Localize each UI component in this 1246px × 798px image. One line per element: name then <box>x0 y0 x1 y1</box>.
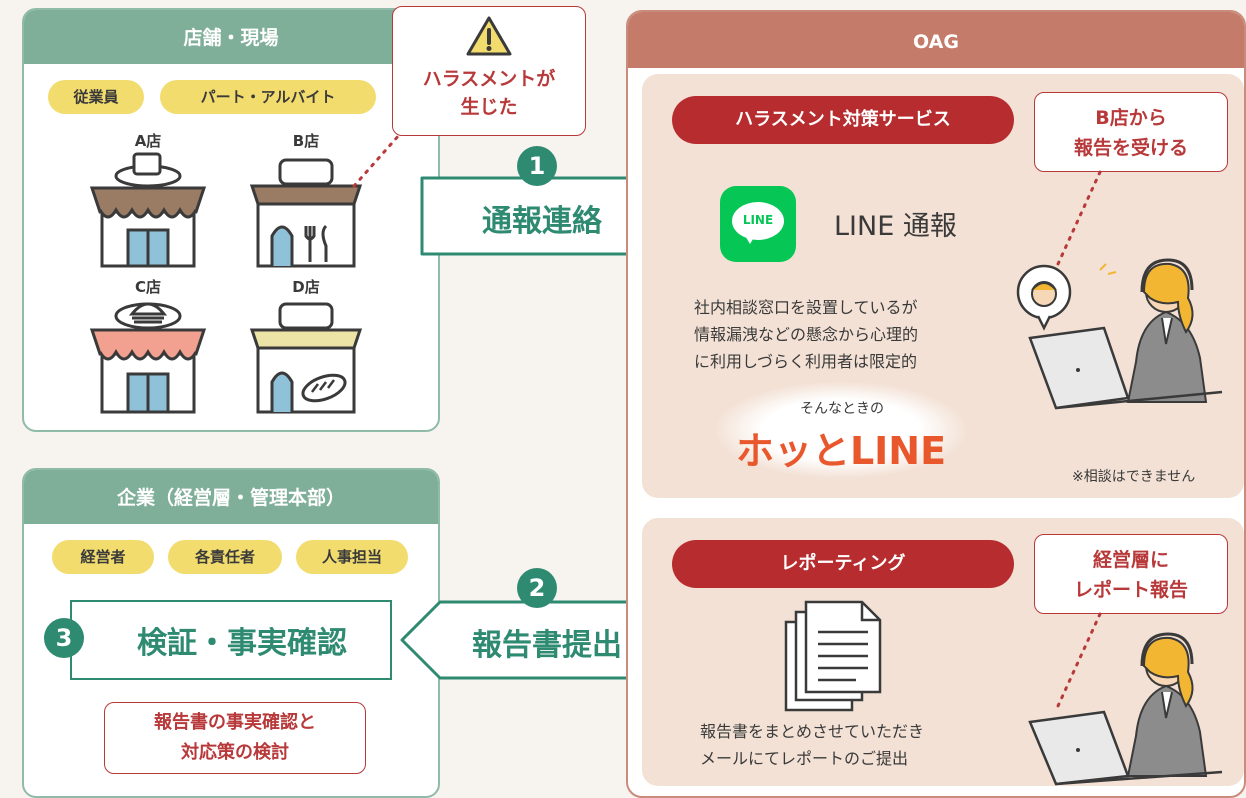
reporting-connector <box>1056 612 1102 708</box>
operator-with-laptop-icon <box>1016 258 1223 410</box>
line-badge-text: LINE <box>742 213 774 227</box>
b-store-connector <box>352 132 402 188</box>
cafe-store-icon <box>89 152 207 268</box>
documents-icon <box>784 600 882 712</box>
store-label-c: C店 <box>134 278 161 296</box>
step1-label: 通報連絡 <box>482 204 602 239</box>
role-pill-part-time: パート・アルバイト <box>160 80 376 114</box>
service-callout: B店から 報告を受ける <box>1034 92 1228 172</box>
company-panel-title: 企業（経営層・管理本部） <box>24 470 438 524</box>
service-desc-line2: 情報漏洩などの懸念から心理的 <box>694 325 919 344</box>
warning-icon <box>466 16 512 56</box>
reporting-desc-line2: メールにてレポートのご提出 <box>700 749 909 768</box>
reporting-description: 報告書をまとめさせていただき メールにてレポートのご提出 <box>700 718 924 772</box>
step1-number: 1 <box>517 146 557 186</box>
harassment-callout-line1: ハラスメントが <box>422 68 556 90</box>
step3-label: 検証・事実確認 <box>137 626 347 661</box>
step3-box <box>70 600 392 680</box>
reporting-desc-line1: 報告書をまとめさせていただき <box>700 722 925 741</box>
service-description: 社内相談窓口を設置しているが 情報漏洩などの懸念から心理的 に利用しづらく利用者… <box>694 294 918 375</box>
harassment-callout: ハラスメントが 生じた <box>392 6 586 136</box>
brand-name: ホッとLINE <box>735 429 947 473</box>
service-desc-line3: に利用しづらく利用者は限定的 <box>694 352 918 371</box>
line-report-label: LINE 通報 <box>834 211 957 242</box>
service-connector <box>1056 170 1102 266</box>
stores-panel: 店舗・現場 <box>22 8 440 432</box>
role-pill-executive: 経営者 <box>52 540 154 574</box>
role-pill-managers: 各責任者 <box>168 540 282 574</box>
store-label-b: B店 <box>292 132 320 150</box>
service-footnote: ※相談はできません <box>1072 469 1196 485</box>
company-note-line1: 報告書の事実確認と <box>154 712 316 733</box>
line-app-icon: LINE <box>720 186 796 262</box>
oag-panel-title: OAG <box>628 12 1244 68</box>
reporting-callout-line2: レポート報告 <box>1073 579 1188 601</box>
company-note-line2: 対応策の検討 <box>181 742 289 763</box>
reporting-title: レポーティング <box>672 540 1014 588</box>
step2-label: 報告書提出 <box>472 628 622 663</box>
burger-store-icon <box>89 302 207 414</box>
company-note: 報告書の事実確認と 対応策の検討 <box>104 702 366 774</box>
bakery-store-icon <box>249 302 363 414</box>
service-callout-line1: B店から <box>1095 107 1167 129</box>
service-title: ハラスメント対策サービス <box>672 96 1014 144</box>
service-callout-line2: 報告を受ける <box>1073 137 1188 159</box>
harassment-callout-line2: 生じた <box>460 96 518 118</box>
operator-reporting-icon <box>1028 632 1223 786</box>
brand-glow <box>716 382 966 478</box>
store-label-d: D店 <box>292 278 320 296</box>
reporting-callout: 経営層に レポート報告 <box>1034 534 1228 614</box>
service-desc-line1: 社内相談窓口を設置しているが <box>694 298 918 317</box>
role-pill-hr: 人事担当 <box>296 540 408 574</box>
role-pill-employee: 従業員 <box>48 80 144 114</box>
step3-number: 3 <box>44 618 84 658</box>
reporting-callout-line1: 経営層に <box>1092 549 1169 571</box>
stores-panel-title: 店舗・現場 <box>24 10 438 64</box>
brand-tagline: そんなときの <box>800 401 884 417</box>
restaurant-store-icon <box>249 158 363 268</box>
store-label-a: A店 <box>134 132 162 150</box>
step2-number: 2 <box>517 568 557 608</box>
